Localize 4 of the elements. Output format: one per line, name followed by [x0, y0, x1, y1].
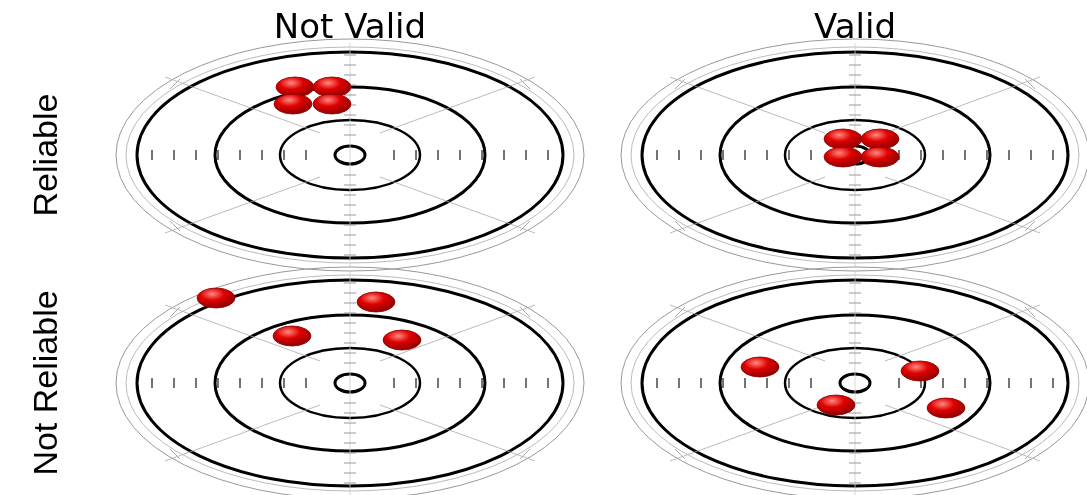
column-heading: Not Valid [273, 6, 427, 46]
column-heading: Valid [814, 6, 896, 46]
row-heading: Reliable [25, 93, 65, 217]
row-heading: Not Reliable [25, 290, 65, 476]
